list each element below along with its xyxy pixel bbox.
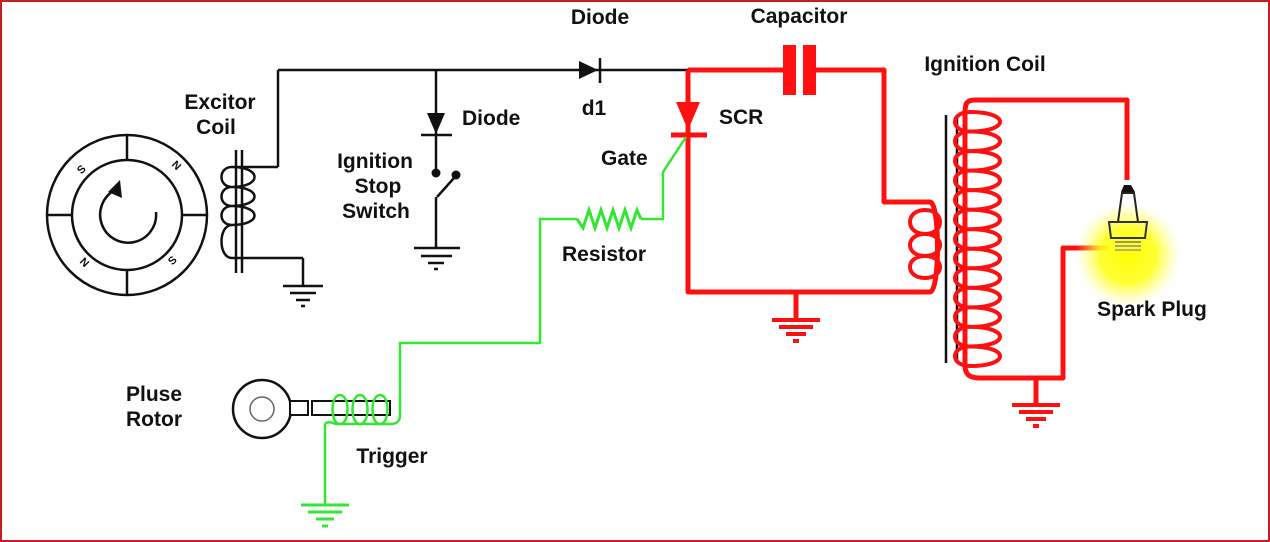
trigger-circuit [323, 136, 688, 505]
scr-icon [676, 102, 700, 130]
rotor-outer [231, 378, 293, 440]
resistor-icon [575, 205, 643, 233]
wire-red [685, 70, 930, 295]
ground-icon [301, 503, 349, 528]
gate-label: Gate [601, 147, 648, 170]
trigger-core [311, 400, 391, 416]
rotor-hub [249, 396, 275, 422]
rotation-arrow-icon [98, 180, 158, 244]
capacitor-label: Capacitor [751, 5, 848, 28]
switch-contact [431, 168, 441, 178]
ground-icon [1012, 378, 1060, 428]
wire-green [641, 136, 688, 221]
primary-circuit [671, 45, 942, 295]
pulse-rotor-label: Rotor [126, 408, 182, 431]
ignition-stop-switch-label: Ignition [337, 150, 413, 173]
primary-winding [908, 208, 942, 281]
capacitor-plate [803, 45, 816, 95]
ground-icon [414, 246, 460, 271]
switch-contact [451, 170, 461, 180]
stop-diode-icon [421, 70, 452, 170]
wire-red [816, 67, 930, 205]
excitor-winding [220, 165, 303, 260]
d1-label: d1 [582, 97, 607, 120]
switch-lever [436, 177, 455, 198]
stop-diode-label: Diode [462, 107, 520, 130]
ignition-coil-label: Ignition Coil [924, 53, 1045, 76]
magneto-inner-ring [70, 158, 184, 272]
spark-plug-label: Spark Plug [1097, 298, 1207, 321]
ignition-stop-switch[interactable] [431, 168, 461, 249]
wire-green [389, 217, 577, 426]
secondary-winding [953, 97, 1130, 381]
spark-plug-icon [1107, 185, 1149, 251]
pole-label: S [166, 254, 180, 268]
scr-label: SCR [719, 106, 763, 129]
trigger-coil [324, 393, 390, 426]
pulse-rotor-label: Pluse [126, 383, 182, 406]
diode-d1-icon [579, 58, 602, 83]
pole-label: N [77, 256, 91, 270]
pole-label: N [169, 159, 183, 173]
ignition-stop-switch-label: Switch [342, 200, 410, 223]
ground-icon [772, 292, 820, 343]
capacitor-plate [783, 45, 796, 95]
rotor-tab [289, 400, 309, 416]
ground-icon [283, 258, 323, 308]
primary-winding-return [927, 199, 940, 295]
pole-label: S [75, 163, 89, 177]
excitor-coil-label: Excitor [184, 91, 255, 114]
resistor-label: Resistor [562, 243, 646, 266]
diode-d1-label: Diode [571, 6, 629, 29]
excitor-coil-label: Coil [196, 116, 236, 139]
ignition-stop-switch-label: Stop [355, 175, 402, 198]
trigger-label: Trigger [356, 445, 427, 468]
spark-glow [1076, 203, 1180, 307]
magneto-rotor: S N N S [45, 133, 209, 297]
excitor-coil [220, 70, 303, 273]
